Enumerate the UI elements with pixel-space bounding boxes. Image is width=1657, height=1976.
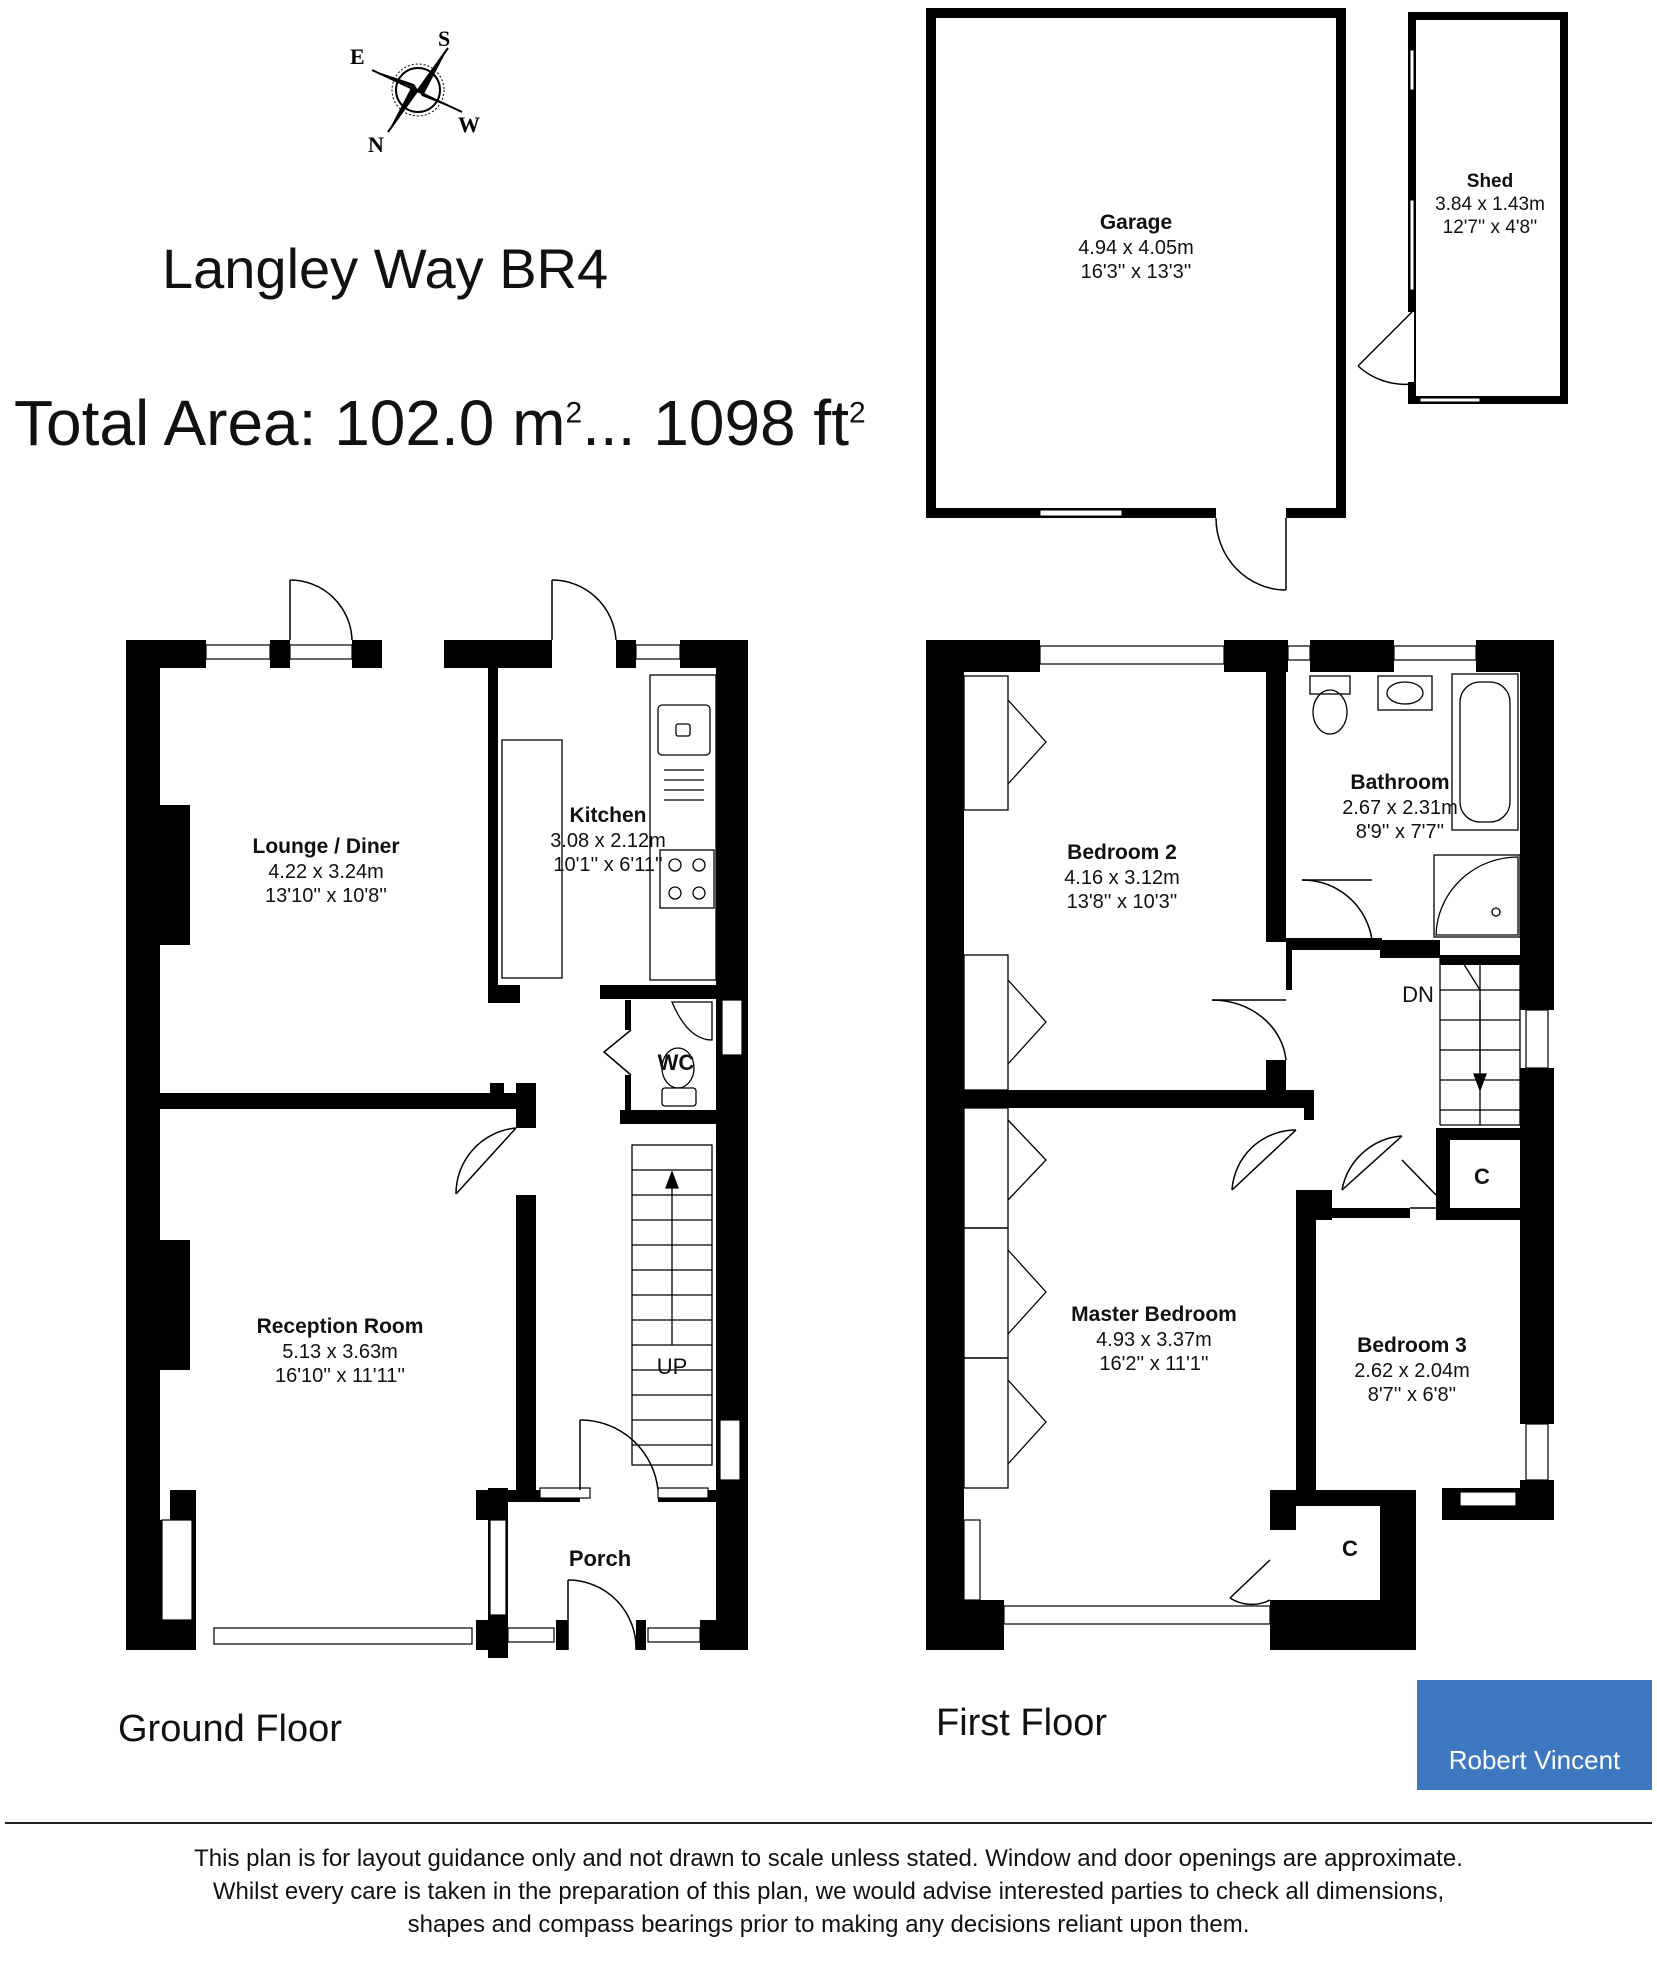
first-floor-windows: [963, 645, 1549, 1625]
bathroom-name: Bathroom: [1350, 771, 1450, 794]
first-floor-door-swings: [1211, 879, 1437, 1606]
ground-floor-walls: [126, 640, 748, 1658]
bathroom-label: Bathroom 2.67 x 2.31m 8'9'' x 7'7'': [1342, 770, 1458, 844]
bedroom3-name: Bedroom 3: [1357, 1334, 1467, 1357]
agent-logo-name: Robert Vincent: [1448, 1745, 1621, 1775]
wc-label: WC: [657, 1050, 695, 1075]
reception-label: Reception Room 5.13 x 3.63m 16'10'' x 11…: [257, 1314, 424, 1388]
compass-s-label: S: [438, 26, 450, 51]
bathroom-fixtures: [1309, 673, 1521, 938]
garage-name: Garage: [1099, 211, 1173, 234]
compass-rose-icon: S E N W: [350, 26, 480, 157]
total-area-imperial: ... 1098 ft: [582, 387, 849, 459]
shed-name: Shed: [1466, 171, 1514, 192]
bedroom2-metric: 4.16 x 3.12m: [1064, 866, 1180, 889]
compass-w-label: W: [458, 112, 480, 137]
kitchen-fixtures: [501, 674, 717, 981]
bedroom2-name: Bedroom 2: [1067, 841, 1177, 864]
garage-outline: [926, 8, 1346, 518]
reception-name: Reception Room: [256, 1315, 424, 1338]
compass-n-label: N: [368, 132, 384, 157]
master-bedroom-name: Master Bedroom: [1071, 1303, 1237, 1326]
ground-floor-title: Ground Floor: [118, 1708, 342, 1750]
lounge-label: Lounge / Diner 4.22 x 3.24m 13'10'' x 10…: [253, 834, 400, 908]
reception-metric: 5.13 x 3.63m: [282, 1340, 398, 1363]
disclaimer-line-3: shapes and compass bearings prior to mak…: [407, 1911, 1250, 1939]
master-bedroom-imperial: 16'2'' x 11'1'': [1099, 1353, 1209, 1375]
garage-label: Garage 4.94 x 4.05m 16'3'' x 13'3'': [1078, 210, 1194, 284]
compass-e-label: E: [350, 44, 365, 69]
ground-floor-door-swings: [289, 579, 659, 1651]
total-area-metric: Total Area: 102.0 m: [14, 387, 566, 459]
stairs-down-label: DN: [1402, 982, 1434, 1007]
cupboard-master-label: C: [1342, 1536, 1358, 1561]
reception-imperial: 16'10'' x 11'11'': [274, 1365, 406, 1387]
disclaimer: This plan is for layout guidance only an…: [0, 1842, 1657, 1941]
shed-metric: 3.84 x 1.43m: [1435, 194, 1545, 216]
footer-divider: [5, 1822, 1652, 1824]
bathroom-metric: 2.67 x 2.31m: [1342, 796, 1458, 819]
kitchen-metric: 3.08 x 2.12m: [550, 829, 666, 852]
lounge-name: Lounge / Diner: [252, 835, 400, 858]
bedroom2-imperial: 13'8'' x 10'3'': [1066, 891, 1178, 913]
bedroom3-imperial: 8'7'' x 6'8'': [1367, 1384, 1457, 1406]
area-sup-imperial: 2: [848, 396, 866, 430]
first-floor-stairs: [1439, 957, 1521, 1126]
bathroom-imperial: 8'9'' x 7'7'': [1355, 821, 1445, 843]
total-area: Total Area: 102.0 m2... 1098 ft2: [14, 386, 866, 460]
master-bedroom-metric: 4.93 x 3.37m: [1096, 1328, 1212, 1351]
first-floor-title: First Floor: [936, 1702, 1107, 1744]
garage-imperial: 16'3'' x 13'3'': [1080, 261, 1192, 283]
kitchen-label: Kitchen 3.08 x 2.12m 10'1'' x 6'11'': [550, 803, 666, 877]
agent-logo: Robert Vincent: [1417, 1680, 1652, 1790]
bedroom2-label: Bedroom 2 4.16 x 3.12m 13'8'' x 10'3'': [1064, 840, 1180, 914]
lounge-imperial: 13'10'' x 10'8'': [265, 885, 387, 907]
kitchen-name: Kitchen: [569, 804, 647, 827]
bedroom3-metric: 2.62 x 2.04m: [1354, 1359, 1470, 1382]
shed-outline: [1408, 12, 1568, 404]
garage-door-swing: [1215, 517, 1287, 591]
stairs-up-label: UP: [656, 1354, 688, 1379]
master-bedroom-label: Master Bedroom 4.93 x 3.37m 16'2'' x 11'…: [1071, 1302, 1237, 1376]
ground-floor-stairs: [631, 1144, 713, 1466]
plan-title: Langley Way BR4: [162, 237, 609, 300]
garage-metric: 4.94 x 4.05m: [1078, 236, 1194, 259]
area-sup-metric: 2: [565, 396, 583, 430]
wc-fixtures: [661, 1001, 713, 1107]
porch-label: Porch: [568, 1546, 632, 1571]
bedroom3-label: Bedroom 3 2.62 x 2.04m 8'7'' x 6'8'': [1354, 1333, 1470, 1407]
wardrobes: [963, 675, 1047, 1489]
lounge-metric: 4.22 x 3.24m: [268, 860, 384, 883]
kitchen-imperial: 10'1'' x 6'11'': [553, 854, 663, 876]
shed-label: Shed 3.84 x 1.43m 12'7'' x 4'8'': [1435, 170, 1545, 240]
cupboard-landing-label: C: [1474, 1164, 1490, 1189]
ground-floor-windows: [161, 644, 743, 1645]
disclaimer-line-2: Whilst every care is taken in the prepar…: [212, 1878, 1445, 1906]
shed-imperial: 12'7'' x 4'8'': [1442, 217, 1538, 239]
disclaimer-line-1: This plan is for layout guidance only an…: [194, 1845, 1463, 1872]
shed-door-swing: [1357, 311, 1414, 386]
